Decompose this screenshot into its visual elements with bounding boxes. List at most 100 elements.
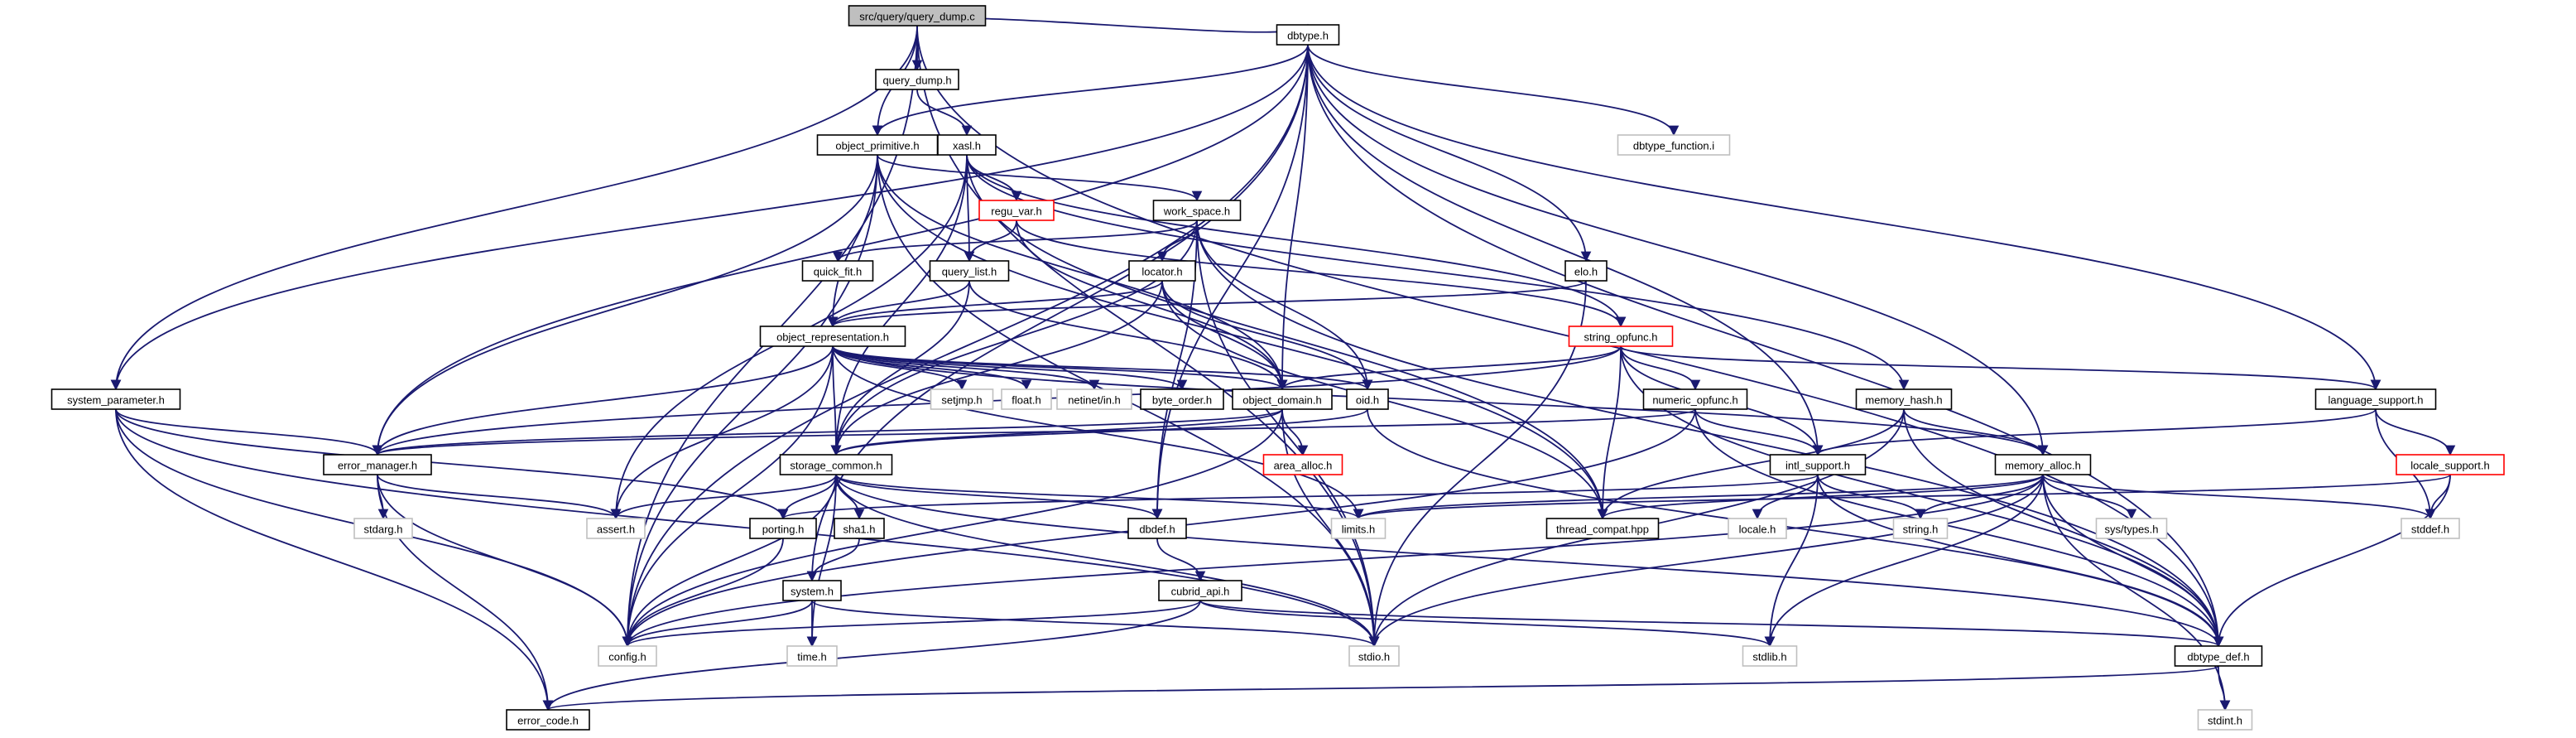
node-limits-h[interactable]: limits.h xyxy=(1330,518,1387,539)
edge-locale-support-h-to-limits-h xyxy=(1353,474,2451,520)
node-label: memory_hash.h xyxy=(1865,394,1942,407)
node-label: system_parameter.h xyxy=(67,394,165,407)
node-box xyxy=(2401,518,2460,539)
node-box xyxy=(1128,260,1196,282)
node-work-space-h[interactable]: work_space.h xyxy=(1152,200,1242,221)
node-xasl-h[interactable]: xasl.h xyxy=(937,134,997,156)
node-byte-order-h[interactable]: byte_order.h xyxy=(1140,388,1224,410)
node-regu-var-h[interactable]: regu_var.h xyxy=(978,200,1055,221)
node-config-h[interactable]: config.h xyxy=(598,645,657,667)
node-porting-h[interactable]: porting.h xyxy=(749,518,817,539)
node-object-primitive-h[interactable]: object_primitive.h xyxy=(816,134,939,156)
edge-line xyxy=(806,538,860,582)
node-oid-h[interactable]: oid.h xyxy=(1346,388,1389,410)
node-storage-common-h[interactable]: storage_common.h xyxy=(779,454,893,475)
node-sha1-h[interactable]: sha1.h xyxy=(834,518,885,539)
edge-line xyxy=(1368,474,2044,648)
edge-dbtype-h-to-system-h xyxy=(806,44,1309,582)
node-setjmp-h[interactable]: setjmp.h xyxy=(930,388,994,410)
edge-line xyxy=(372,408,1283,456)
edge-system-h-to-stdio-h xyxy=(811,600,1380,648)
node-cubrid-api-h[interactable]: cubrid_api.h xyxy=(1158,580,1242,601)
node-elo-h[interactable]: elo.h xyxy=(1564,260,1608,282)
node-quick-fit-h[interactable]: quick_fit.h xyxy=(801,260,874,282)
node-dbdef-h[interactable]: dbdef.h xyxy=(1127,518,1187,539)
edge-line xyxy=(2218,665,2231,711)
node-thread-compat-hpp[interactable]: thread_compat.hpp xyxy=(1545,518,1660,539)
node-numeric-opfunc-h[interactable]: numeric_opfunc.h xyxy=(1642,388,1748,410)
edge-dbtype-h-to-object-primitive-h xyxy=(872,44,1309,137)
edge-work-space-h-to-quick-fit-h xyxy=(832,219,1198,263)
node-box xyxy=(353,518,413,539)
node-intl-support-h[interactable]: intl_support.h xyxy=(1769,454,1867,475)
edge-line xyxy=(543,665,2219,711)
node-box xyxy=(1158,580,1242,601)
edge-xasl-h-to-memory-hash-h xyxy=(966,154,1910,391)
node-memory-hash-h[interactable]: memory_hash.h xyxy=(1855,388,1953,410)
node-label: regu_var.h xyxy=(991,205,1041,218)
node-memory-alloc-h[interactable]: memory_alloc.h xyxy=(1994,454,2092,475)
node-stdlib-h[interactable]: stdlib.h xyxy=(1742,645,1798,667)
edge-xasl-h-to-string-opfunc-h xyxy=(966,154,1627,328)
edge-line xyxy=(1764,474,2044,648)
node-box xyxy=(1330,518,1387,539)
node-time-h[interactable]: time.h xyxy=(786,645,838,667)
node-area-alloc-h[interactable]: area_alloc.h xyxy=(1262,454,1343,475)
node-stdint-h[interactable]: stdint.h xyxy=(2197,709,2253,731)
node-label: storage_common.h xyxy=(790,460,882,472)
node-error-code-h[interactable]: error_code.h xyxy=(506,709,590,731)
node-box xyxy=(1152,200,1242,221)
node-object-domain-h[interactable]: object_domain.h xyxy=(1232,388,1333,410)
node-query-dump-h[interactable]: query_dump.h xyxy=(875,69,959,90)
edge-dbtype-h-to-object-domain-h xyxy=(1276,44,1309,391)
node-locator-h[interactable]: locator.h xyxy=(1128,260,1196,282)
node-netinet-in-h[interactable]: netinet/in.h xyxy=(1056,388,1132,410)
node-label: stdarg.h xyxy=(364,523,403,536)
node-stdarg-h[interactable]: stdarg.h xyxy=(353,518,413,539)
node-assert-h[interactable]: assert.h xyxy=(586,518,646,539)
edge-line xyxy=(1016,219,1627,328)
edge-line xyxy=(622,474,837,648)
edge-line xyxy=(1156,538,1206,582)
node-locale-h[interactable]: locale.h xyxy=(1728,518,1787,539)
node-query-list-h[interactable]: query_list.h xyxy=(929,260,1010,282)
edge-cubrid-api-h-to-dbtype-def-h xyxy=(1199,600,2223,648)
edge-dbtype-h-to-dbtype-function-i xyxy=(1307,44,1680,137)
node-box xyxy=(1642,388,1748,410)
node-label: dbdef.h xyxy=(1139,523,1175,536)
edge-object-representation-h-to-oid-h xyxy=(832,345,1373,391)
node-float-h[interactable]: float.h xyxy=(1001,388,1052,410)
node-dbtype-h[interactable]: dbtype.h xyxy=(1276,24,1340,46)
edge-memory-alloc-h-to-config-h xyxy=(622,474,2044,648)
edge-numeric-opfunc-h-to-error-manager-h xyxy=(372,408,1696,456)
node-error-manager-h[interactable]: error_manager.h xyxy=(323,454,432,475)
node-box xyxy=(1568,326,1674,347)
edge-intl-support-h-to-locale-h xyxy=(1752,474,1819,520)
edge-line xyxy=(1764,474,1819,648)
node-root[interactable]: src/query/query_dump.c xyxy=(848,5,987,27)
node-box xyxy=(1232,388,1333,410)
node-stddef-h[interactable]: stddef.h xyxy=(2401,518,2460,539)
edge-system-parameter-h-to-porting-h xyxy=(115,408,789,520)
edge-line xyxy=(835,474,1163,520)
node-label: memory_alloc.h xyxy=(2005,460,2081,472)
edge-string-opfunc-h-to-thread-compat-hpp xyxy=(1597,345,1622,520)
node-dbtype-function-i[interactable]: dbtype_function.i xyxy=(1617,134,1731,156)
node-locale-support-h[interactable]: locale_support.h xyxy=(2396,454,2505,475)
node-sys-types-h[interactable]: sys/types.h xyxy=(2095,518,2168,539)
node-object-representation-h[interactable]: object_representation.h xyxy=(759,326,906,347)
edge-cubrid-api-h-to-stdlib-h xyxy=(1199,600,1776,648)
node-system-h[interactable]: system.h xyxy=(782,580,842,601)
edge-line xyxy=(542,600,1201,711)
edge-line xyxy=(1597,345,1622,520)
node-string-opfunc-h[interactable]: string_opfunc.h xyxy=(1568,326,1674,347)
node-box xyxy=(1276,24,1340,46)
node-dbtype-def-h[interactable]: dbtype_def.h xyxy=(2174,645,2263,667)
edge-line xyxy=(2042,474,2224,648)
node-stdio-h[interactable]: stdio.h xyxy=(1348,645,1400,667)
node-label: netinet/in.h xyxy=(1068,394,1121,407)
node-box xyxy=(848,5,987,27)
node-language-support-h[interactable]: language_support.h xyxy=(2314,388,2437,410)
node-string-h[interactable]: string.h xyxy=(1892,518,1949,539)
node-system-parameter-h[interactable]: system_parameter.h xyxy=(50,388,181,410)
